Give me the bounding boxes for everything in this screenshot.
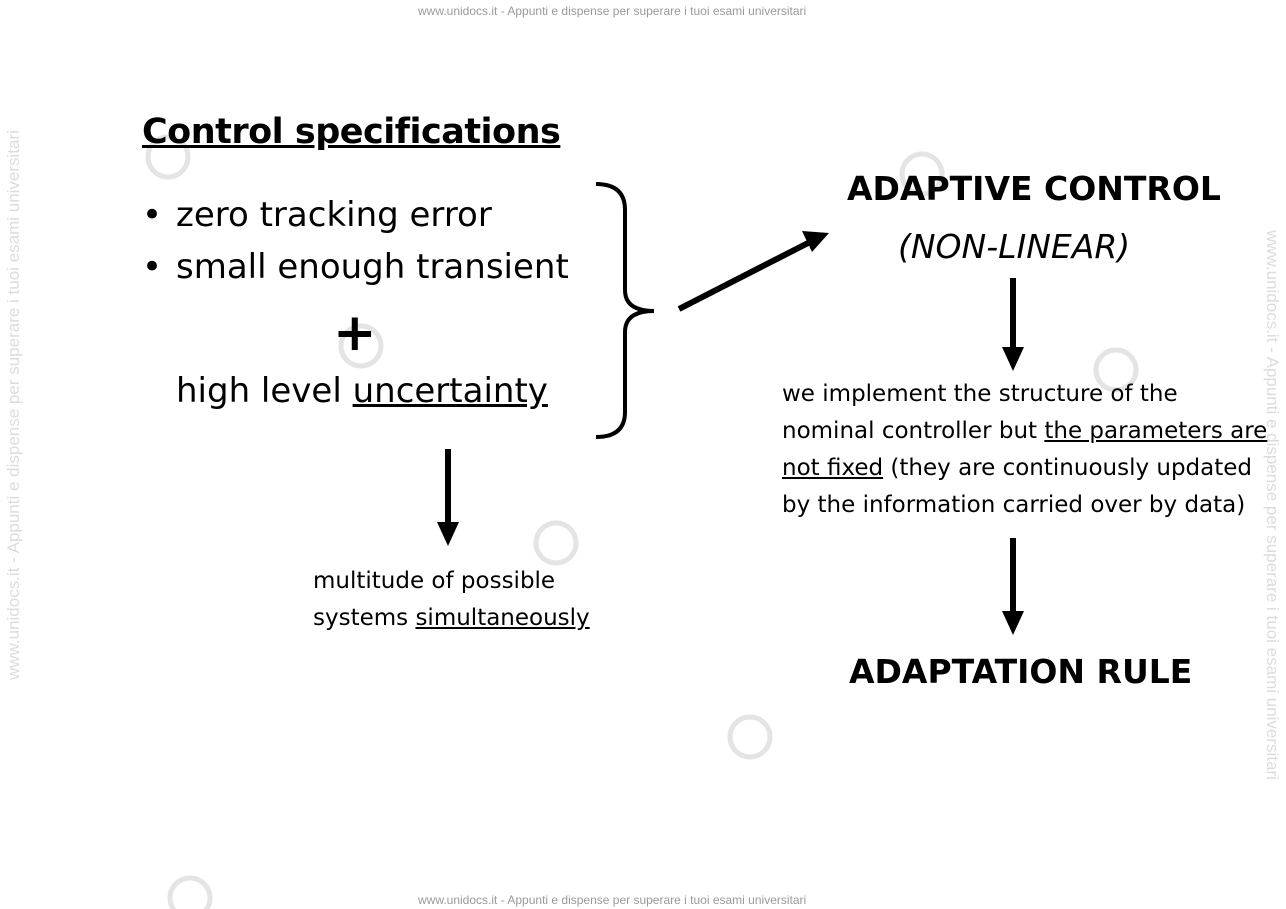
- adaptation-rule-title: ADAPTATION RULE: [849, 652, 1193, 691]
- multitude-line-2: systems simultaneously: [313, 600, 590, 637]
- implementation-line-3-suffix: (they are continuously updated: [883, 455, 1253, 481]
- arrow-to-adaptive: [677, 239, 812, 312]
- implementation-line-1: we implement the structure of the: [782, 381, 1178, 407]
- implementation-line-4: by the information carried over by data): [782, 492, 1246, 518]
- arrow-to-implementation-head: [1002, 347, 1024, 371]
- multitude-text: multitude of possible systems simultaneo…: [313, 563, 590, 637]
- bullet-text: zero tracking error: [176, 195, 492, 235]
- uncertainty-line: high level uncertainty: [176, 371, 548, 411]
- plus-sign: +: [333, 303, 377, 363]
- adaptive-control-title: ADAPTIVE CONTROL: [847, 169, 1221, 208]
- watermark-logo-icon: [145, 134, 1139, 909]
- watermark-top: www.unidocs.it - Appunti e dispense per …: [418, 4, 807, 18]
- bullet-dot: •: [142, 195, 163, 235]
- implementation-line-3: not fixed (they are continuously updated: [782, 450, 1267, 487]
- not-fixed-phrase: not fixed: [782, 455, 884, 481]
- bullet-small-transient: • small enough transient: [142, 247, 569, 287]
- curly-brace: [595, 182, 655, 439]
- watermark-bottom: www.unidocs.it - Appunti e dispense per …: [418, 893, 807, 907]
- bullet-zero-tracking: • zero tracking error: [142, 195, 492, 235]
- arrow-to-adaptive-head: [802, 231, 829, 252]
- simultaneously-word: simultaneously: [415, 605, 590, 631]
- implementation-text: we implement the structure of the nomina…: [782, 376, 1267, 524]
- uncertainty-word: uncertainty: [352, 371, 548, 411]
- non-linear-subtitle: (NON-LINEAR): [898, 227, 1131, 266]
- uncertainty-prefix: high level: [176, 371, 353, 411]
- arrow-to-multitude-head: [437, 522, 459, 546]
- arrow-to-adaptation-rule-head: [1002, 611, 1024, 635]
- multitude-line-2-prefix: systems: [313, 605, 416, 631]
- multitude-line-1: multitude of possible: [313, 568, 556, 594]
- bullet-text: small enough transient: [176, 247, 569, 287]
- bullet-dot: •: [142, 247, 163, 287]
- control-specifications-title: Control specifications: [142, 112, 561, 152]
- parameters-phrase: the parameters are: [1044, 418, 1268, 444]
- implementation-line-2-prefix: nominal controller but: [782, 418, 1045, 444]
- implementation-line-2: nominal controller but the parameters ar…: [782, 413, 1267, 450]
